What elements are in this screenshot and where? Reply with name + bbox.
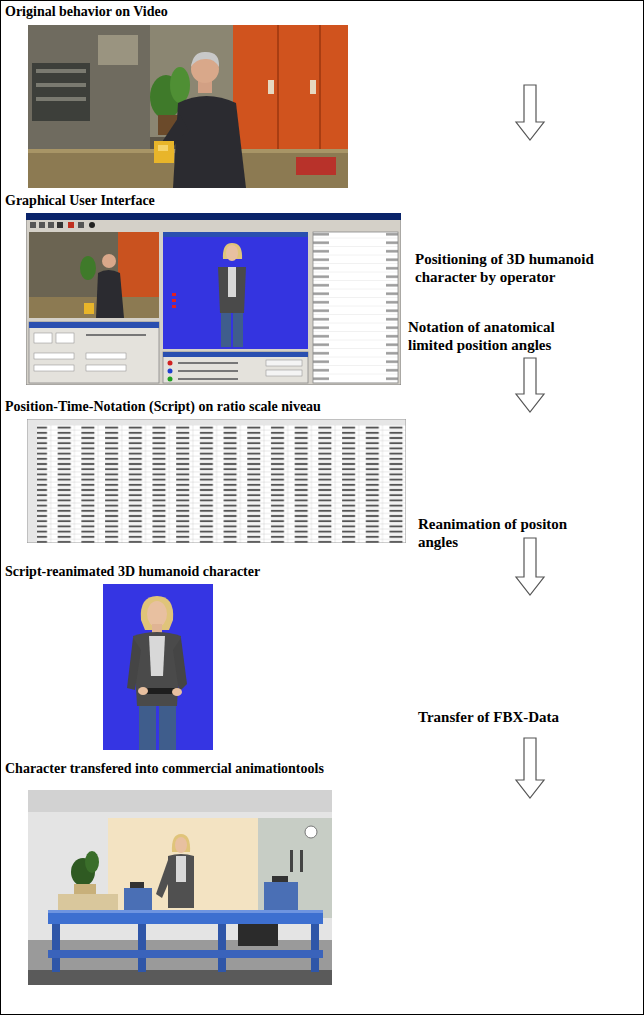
step-label: Notation of anatomical limited position …	[408, 318, 578, 354]
script-table	[27, 419, 406, 543]
step-label: Reanimation of positon angles	[418, 515, 588, 551]
block-arrow	[516, 538, 544, 595]
stage-heading: Script-reanimated 3D humanoid character	[5, 563, 260, 581]
stage-panel: Original behavior on Video	[28, 25, 348, 188]
stage-panel: Character transfered into commercial ani…	[28, 790, 332, 985]
stage-heading: Graphical User Interface	[5, 192, 155, 210]
stage-panel: Graphical User Interface	[26, 213, 401, 385]
stage-heading: Position-Time-Notation (Script) on ratio…	[5, 398, 321, 416]
stage-heading: Original behavior on Video	[5, 3, 168, 21]
stage-heading: Character transfered into commercial ani…	[5, 760, 324, 778]
gui-screenshot	[26, 213, 401, 385]
block-arrow	[516, 358, 544, 412]
stage-panel: Script-reanimated 3D humanoid character	[103, 584, 213, 750]
block-arrow	[516, 738, 544, 798]
video-photo	[28, 25, 348, 188]
character-render	[103, 584, 213, 750]
step-label: Positioning of 3D humanoid character by …	[415, 250, 625, 286]
animation-scene	[28, 790, 332, 985]
block-arrow	[516, 85, 544, 140]
step-label: Transfer of FBX-Data	[418, 708, 559, 726]
stage-panel: Position-Time-Notation (Script) on ratio…	[27, 419, 406, 543]
